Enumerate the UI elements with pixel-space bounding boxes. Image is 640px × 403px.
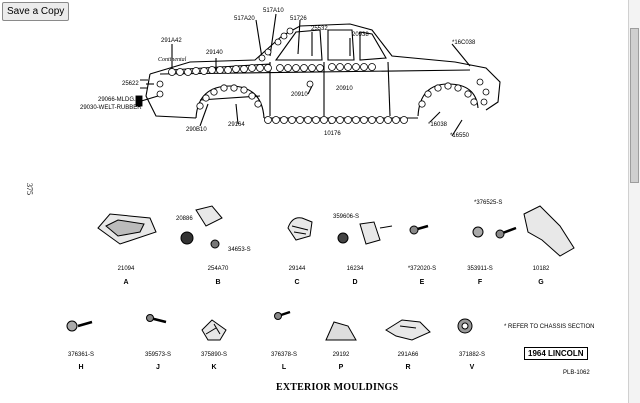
callout-16038: *16038: [428, 122, 448, 128]
part-number-359606-S: 359606-S: [333, 214, 360, 220]
part-letter-E: E: [419, 279, 425, 286]
callout-16C038: *16C038: [452, 40, 476, 46]
part-letter-V: V: [469, 364, 475, 371]
part-number-H: 376361-S: [67, 352, 95, 358]
part-number-A: 21094: [117, 266, 135, 272]
callout-20910-b: 20910: [336, 86, 353, 92]
part-letter-F: F: [477, 279, 483, 286]
part-number-V: 371882-S: [458, 352, 486, 358]
part-number-F: 353911-S: [467, 266, 493, 272]
callout-291A42: 291A42: [161, 38, 182, 44]
part-number-G: 10182: [532, 266, 550, 272]
part-number-20886: 20886: [176, 216, 193, 222]
chassis-section-note: * REFER TO CHASSIS SECTION: [504, 324, 595, 330]
car-script-emblem: Continental: [158, 57, 187, 63]
part-number-C: 29144: [288, 266, 306, 272]
part-letter-D: D: [352, 279, 358, 286]
callout-517A20: 517A20: [234, 16, 255, 22]
part-letter-C: C: [294, 279, 300, 286]
callout-517A10: 517A10: [263, 8, 284, 14]
callout-20938: 20938: [352, 32, 369, 38]
model-badge: 1964 LINCOLN: [524, 347, 588, 360]
callout-29164: 29164: [228, 122, 245, 128]
part-number-D: 16234: [346, 266, 364, 272]
scrollbar-thumb[interactable]: [630, 28, 639, 183]
part-number-R: 291A66: [397, 352, 419, 358]
save-a-copy-button[interactable]: Save a Copy: [2, 2, 70, 21]
part-letter-P: P: [338, 364, 344, 371]
part-letter-G: G: [538, 279, 544, 286]
part-letter-J: J: [156, 364, 160, 371]
plate-number: PLB-1062: [563, 370, 590, 376]
callout-16550: *16550: [450, 133, 470, 139]
part-number-P: 29192: [332, 352, 350, 358]
part-number-376525-S: *376525-S: [474, 200, 503, 206]
vertical-scrollbar[interactable]: [628, 0, 640, 403]
page-caption: EXTERIOR MOULDINGS: [276, 382, 399, 393]
callout-25532: 25532: [311, 26, 328, 32]
part-number-K: 375890-S: [200, 352, 228, 358]
part-number-J: 359573-S: [144, 352, 172, 358]
part-letter-K: K: [211, 364, 217, 371]
part-number-E: *372020-S: [407, 266, 437, 272]
part-letter-R: R: [405, 364, 411, 371]
callout-29140: 29140: [206, 50, 223, 56]
part-letter-H: H: [78, 364, 84, 371]
part-number-34653-S: 34653-S: [228, 247, 251, 253]
part-number-B: 254A70: [207, 266, 229, 272]
callout-10176: 10176: [324, 131, 341, 137]
part-number-L: 376378-S: [270, 352, 298, 358]
callout-290B10: 290B10: [186, 127, 207, 133]
callout-29066: 29066-MLDG.: [98, 97, 136, 103]
callout-20910-a: 20910: [291, 92, 308, 98]
part-letter-A: A: [123, 279, 129, 286]
part-letter-B: B: [215, 279, 221, 286]
callout-29030: 29030-WELT-RUBBER: [80, 105, 142, 111]
callout-51726: 51726: [290, 16, 307, 22]
part-letter-L: L: [281, 364, 287, 371]
callout-25622: 25622: [122, 81, 139, 87]
